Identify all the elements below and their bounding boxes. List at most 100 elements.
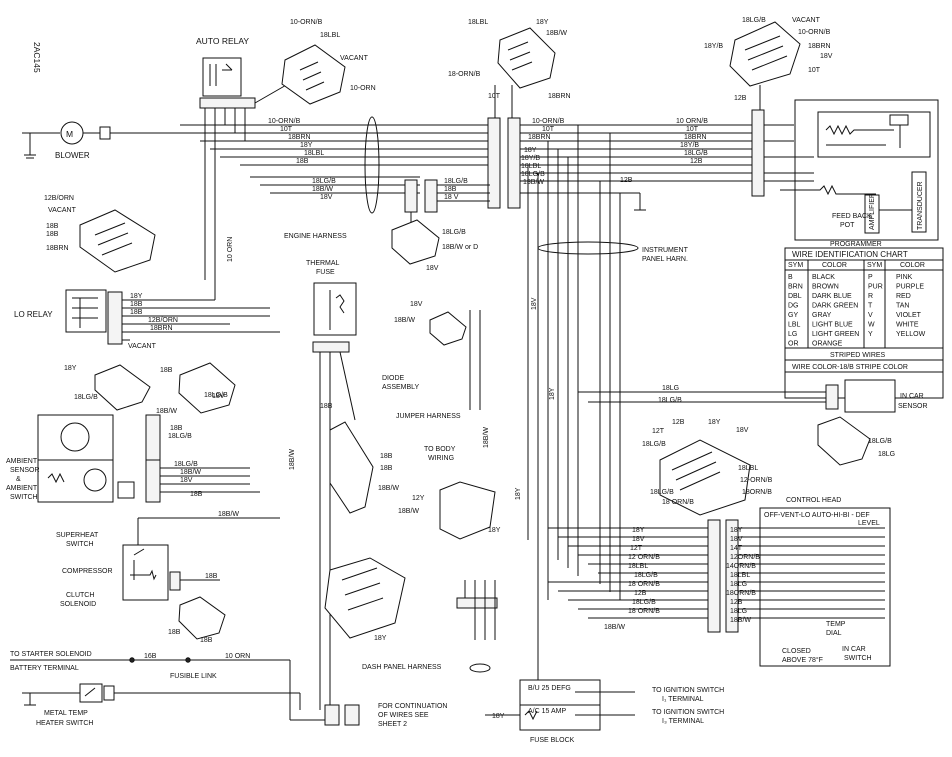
metal-temp-switch bbox=[22, 683, 301, 710]
top-center-wire-1: 18Y bbox=[536, 19, 549, 26]
head-conn-1: 18Y bbox=[708, 419, 721, 426]
amb-top-5: 18V bbox=[212, 393, 225, 400]
auto-relay-wire-3: 10-ORN bbox=[350, 85, 376, 92]
amb-pin-4: 18V bbox=[180, 477, 193, 484]
amb-pin-1: 18LG/B bbox=[168, 433, 192, 440]
head-conn-0: 12B bbox=[672, 419, 685, 426]
chart-title: WIRE IDENTIFICATION CHART bbox=[792, 250, 908, 259]
instrument-title-1: PANEL HARN. bbox=[642, 256, 688, 263]
ctrl-right-0: 18Y bbox=[730, 527, 743, 534]
closed-above-0: CLOSED bbox=[782, 648, 811, 655]
fusible-title: FUSIBLE LINK bbox=[170, 673, 217, 680]
in-car-wire-1: 18LG/B bbox=[658, 397, 682, 404]
engine-wire-r-2: 18 V bbox=[444, 194, 459, 201]
right-bus-8: 12B bbox=[620, 177, 633, 184]
main-bus-2: 18BRN bbox=[288, 134, 311, 141]
chart-right-sym-5: W bbox=[868, 322, 875, 329]
top-right-wire-1: VACANT bbox=[792, 17, 821, 24]
fuse-feed: 18Y bbox=[492, 713, 505, 720]
ctrl-left-1: 18V bbox=[632, 536, 645, 543]
ctrl-right-3: 12ORN/B bbox=[730, 554, 760, 561]
top-center-connector bbox=[494, 27, 556, 118]
chart-striped-example: WIRE COLOR-18/B STRIPE COLOR bbox=[792, 364, 908, 371]
right-bus-0: 10-ORN/B bbox=[532, 118, 565, 125]
auto-relay-plug bbox=[281, 44, 346, 105]
chart-left-sym-0: B bbox=[788, 274, 793, 281]
lo-conn-wire-0: 12B/ORN bbox=[44, 195, 74, 202]
top-center-wire-5: 18BRN bbox=[548, 93, 571, 100]
control-modes-0: OFF-VENT-LO AUTO-HI-BI - DEF bbox=[764, 512, 870, 519]
main-bus-5: 18B bbox=[296, 158, 309, 165]
body-conn-1: 18B/W bbox=[398, 508, 419, 515]
right-bus-short-5: 12B bbox=[690, 158, 703, 165]
temp-dial-0: TEMP bbox=[826, 621, 846, 628]
jumper-title: JUMPER HARNESS bbox=[396, 413, 461, 420]
lo-conn-wire-2: 18B bbox=[46, 223, 59, 230]
superheat-title-0: SUPERHEAT bbox=[56, 532, 99, 539]
ctrl-right-1: 18V bbox=[730, 536, 743, 543]
amb-top-1: 18LG/B bbox=[74, 394, 98, 401]
vert-orn: 10 ORN bbox=[227, 237, 234, 262]
feedback-title-1: POT bbox=[840, 222, 855, 229]
ctrl-left-7: 12B bbox=[634, 590, 647, 597]
lo-relay-pin-3: 12B/ORN bbox=[148, 317, 178, 324]
bus-connector-left bbox=[487, 117, 521, 209]
ambient-title-1: SENSOR bbox=[10, 467, 40, 474]
vert-18y: 18Y bbox=[549, 387, 556, 400]
ctrl-right-5: 18LBL bbox=[730, 572, 750, 579]
head-conn-7: 18LG/B bbox=[650, 489, 674, 496]
lo-relay-pin-0: 18Y bbox=[130, 293, 143, 300]
right-bus-short-3: 18Y/B bbox=[680, 142, 699, 149]
chart-left-sym-3: DG bbox=[788, 303, 799, 310]
ctrl-left-8: 18LG/B bbox=[632, 599, 656, 606]
chart-right-color-3: TAN bbox=[896, 303, 909, 310]
ctrl-left-3: 12 ORN/B bbox=[628, 554, 660, 561]
chart-left-sym-2: DBL bbox=[788, 293, 802, 300]
ctrl-left-5: 18LG/B bbox=[634, 572, 658, 579]
instrument-title-0: INSTRUMENT bbox=[642, 247, 689, 254]
chart-right-sym-3: T bbox=[868, 303, 873, 310]
lo-conn-wire-4: 18BRN bbox=[46, 245, 69, 252]
lo-conn-wire-1: VACANT bbox=[48, 207, 77, 214]
top-right-wire-2: 10-ORN/B bbox=[798, 29, 831, 36]
ctrl-left-0: 18Y bbox=[632, 527, 645, 534]
fuse-2: A/C 15 AMP bbox=[528, 708, 566, 715]
clutch-pin-0: 18B bbox=[168, 629, 181, 636]
fuse-block-title: FUSE BLOCK bbox=[530, 737, 575, 744]
chart-left-color-2: DARK BLUE bbox=[812, 293, 852, 300]
right-bus-1: 10T bbox=[542, 126, 555, 133]
chart-right-color-1: PURPLE bbox=[896, 284, 924, 291]
chart-left-color-7: ORANGE bbox=[812, 341, 843, 348]
ctrl-right-4: 14ORN/B bbox=[726, 563, 756, 570]
top-right-wire-3: 18BRN bbox=[808, 43, 831, 50]
chart-right-sym-4: V bbox=[868, 312, 873, 319]
vert-18v: 18V bbox=[531, 297, 538, 310]
main-bus-1: 10T bbox=[280, 126, 293, 133]
engine-wire-1: 18B/W bbox=[312, 186, 333, 193]
diode-wire-2: 18V bbox=[426, 265, 439, 272]
chart-right-sym-6: Y bbox=[868, 331, 873, 338]
chart-right-sym-1: PUR bbox=[868, 284, 883, 291]
clutch-pin-1: 18B bbox=[200, 637, 213, 644]
diode-title-0: DIODE bbox=[382, 375, 405, 382]
auto-relay-wire-2: VACANT bbox=[340, 55, 369, 62]
amb-pin-2: 18LG/B bbox=[174, 461, 198, 468]
in-car-switch-1: SWITCH bbox=[844, 655, 872, 662]
chart-col-sym-right: SYM bbox=[867, 262, 882, 269]
top-right-wire-6: 10T bbox=[808, 67, 821, 74]
superheat-title-1: SWITCH bbox=[66, 541, 94, 548]
fusible-wire: 10 ORN bbox=[225, 653, 250, 660]
compressor-title: COMPRESSOR bbox=[62, 568, 113, 575]
chart-col-color-right: COLOR bbox=[900, 262, 925, 269]
ambient-title-0: AMBIENT bbox=[6, 458, 38, 465]
diode-wire-0: 18LG/B bbox=[442, 229, 466, 236]
amb-pin-3: 18B/W bbox=[180, 469, 201, 476]
chart-left-color-5: LIGHT BLUE bbox=[812, 322, 853, 329]
starter-fusible-link bbox=[10, 657, 325, 721]
thermal-wire-0: 18B bbox=[320, 403, 333, 410]
amb-top-3: 18B bbox=[160, 367, 173, 374]
ctrl-left-6: 18 ORN/B bbox=[628, 581, 660, 588]
bus-connector-right bbox=[751, 109, 765, 197]
